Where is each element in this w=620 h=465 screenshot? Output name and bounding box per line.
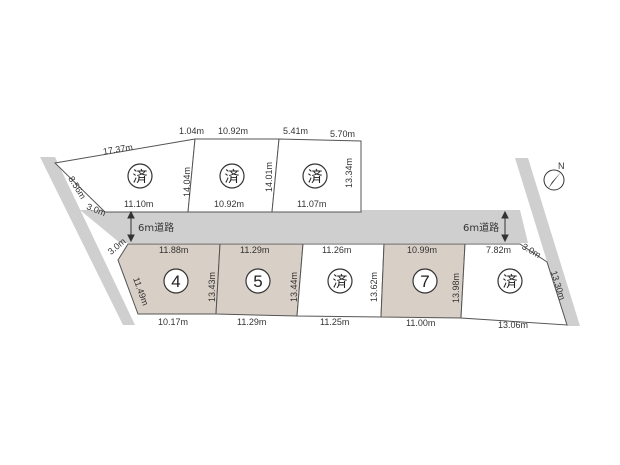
dim-top-2: 1.04m: [179, 126, 204, 136]
dim-lot6-bottom: 11.25m: [320, 317, 349, 327]
dim-lot7-bottom: 11.00m: [406, 318, 435, 328]
lot-number: 5: [253, 272, 262, 291]
dim-north-lot2-bottom: 10.92m: [214, 199, 244, 209]
lot-marker-south-8: 済: [497, 268, 523, 294]
dim-north-lot3-bottom: 11.07m: [297, 199, 326, 209]
road-label-right: 6m道路: [463, 221, 499, 234]
dim-north-lot1-bottom: 11.10m: [124, 199, 153, 209]
right-road: [515, 158, 580, 326]
sold-mark: 済: [307, 168, 322, 186]
lot-number: 4: [171, 272, 180, 291]
dim-north-lot1-right: 14.04m: [182, 167, 192, 197]
dim-lot6-top: 11.26m: [322, 245, 351, 255]
dim-lot5-bottom: 11.29m: [237, 317, 266, 327]
dim-lot6-right: 13.62m: [369, 272, 379, 302]
sold-mark: 済: [332, 273, 347, 291]
dim-lot8-top: 7.82m: [486, 245, 511, 255]
lot-marker-7: 7: [412, 268, 438, 294]
road-width-arrow-right: [501, 210, 509, 243]
north-label: N: [558, 161, 565, 171]
dim-top-5: 5.70m: [330, 129, 355, 139]
lot-marker-north-2: 済: [219, 163, 245, 189]
dim-lot5-top: 11.29m: [240, 245, 269, 255]
horizontal-road: [80, 210, 528, 243]
road-label-left: 6m道路: [138, 221, 174, 234]
sold-mark: 済: [502, 273, 517, 291]
dim-north-lot3-right: 13.34m: [344, 158, 354, 188]
dim-north-lot2-right: 14.01m: [264, 162, 274, 192]
dim-top-3: 10.92m: [218, 126, 248, 136]
lot-marker-north-1: 済: [127, 163, 153, 189]
dim-top-1: 17.37m: [102, 142, 133, 157]
lot-marker-4: 4: [163, 268, 189, 294]
dim-lot4-top: 11.88m: [159, 245, 188, 255]
lot-marker-south-6: 済: [327, 268, 353, 294]
lot-marker-north-3: 済: [302, 163, 328, 189]
sold-mark: 済: [132, 168, 147, 186]
dim-lot4-bottom: 10.17m: [158, 317, 188, 327]
lot-marker-5: 5: [245, 268, 271, 294]
north-arrow-icon: N: [543, 161, 565, 191]
lot-number: 7: [420, 272, 429, 291]
dim-lot7-top: 10.99m: [407, 245, 437, 255]
left-road: [40, 157, 135, 325]
dim-lot8-bottom: 13.06m: [498, 320, 528, 330]
sold-mark: 済: [224, 168, 239, 186]
road-width-arrow-left: [127, 210, 135, 243]
dim-top-4: 5.41m: [283, 126, 308, 136]
dim-lot4-right: 13.43m: [207, 272, 217, 302]
dim-lot7-right: 13.98m: [451, 273, 461, 303]
dim-lot5-right: 13.44m: [289, 272, 299, 302]
